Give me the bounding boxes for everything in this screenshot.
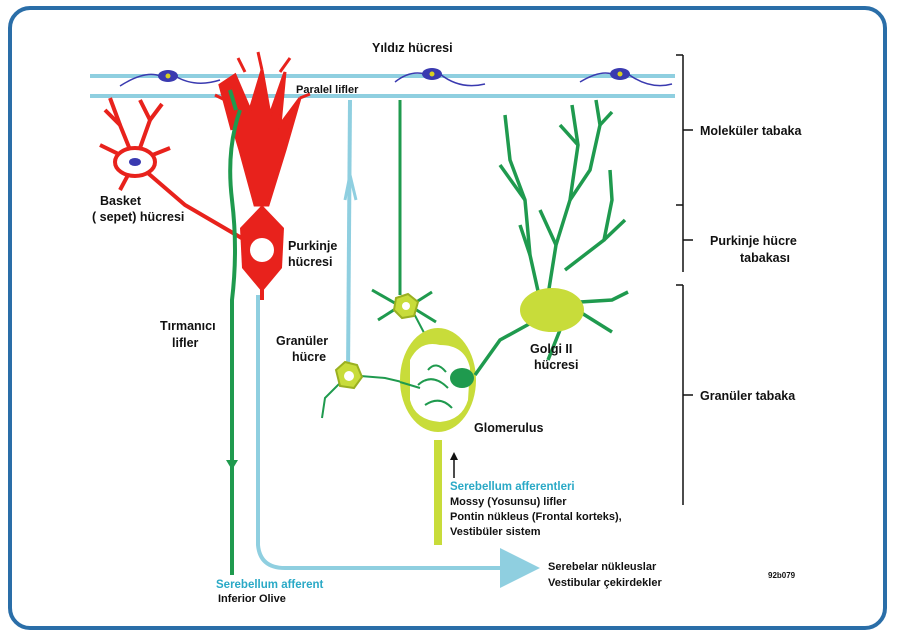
label-basket-1: Basket bbox=[100, 194, 142, 208]
label-afferents-3: Vestibüler sistem bbox=[450, 526, 541, 538]
label-purkinje-1: Purkinje bbox=[288, 239, 337, 253]
label-afferents-2: Pontin nükleus (Frontal korteks), bbox=[450, 511, 622, 523]
label-purkinje-layer-2: tabakası bbox=[740, 251, 790, 265]
label-molecular-layer: Moleküler tabaka bbox=[700, 124, 802, 138]
layer-brackets bbox=[676, 55, 693, 505]
granule-cell-upper bbox=[372, 100, 436, 348]
label-glomerulus: Glomerulus bbox=[474, 421, 544, 435]
label-climbing-2: lifler bbox=[172, 336, 199, 350]
label-output-1: Serebelar nükleuslar bbox=[548, 561, 657, 573]
label-basket-2: ( sepet) hücresi bbox=[92, 210, 184, 224]
label-purkinje-layer-1: Purkinje hücre bbox=[710, 234, 797, 248]
label-purkinje-2: hücresi bbox=[288, 255, 332, 269]
label-afferents-title: Serebellum afferentleri bbox=[450, 481, 575, 493]
label-star-cell: Yıldız hücresi bbox=[372, 41, 453, 55]
granule-axon bbox=[345, 100, 356, 375]
golgi-cell bbox=[475, 100, 628, 375]
parallel-fibers bbox=[90, 76, 675, 96]
label-efferent-1: Inferior Olive bbox=[218, 593, 286, 605]
label-output-2: Vestibular çekirdekler bbox=[548, 577, 662, 589]
glomerulus-pointer-head bbox=[450, 452, 458, 460]
label-afferents-1: Mossy (Yosunsu) lifler bbox=[450, 496, 567, 508]
label-golgi-1: Golgi II bbox=[530, 342, 572, 356]
label-climbing-1: Tırmanıcı bbox=[160, 319, 216, 333]
label-granule-2: hücre bbox=[292, 350, 326, 364]
label-parallel-fibers: Paralel lifler bbox=[296, 84, 359, 96]
label-granule-1: Granüler bbox=[276, 334, 328, 348]
label-golgi-2: hücresi bbox=[534, 358, 578, 372]
label-figure-code: 92b079 bbox=[768, 571, 796, 580]
climbing-fiber bbox=[230, 90, 240, 575]
climbing-fiber-arrow bbox=[226, 460, 238, 470]
label-granular-layer: Granüler tabaka bbox=[700, 389, 796, 403]
granule-cell bbox=[322, 362, 402, 418]
label-efferent-title: Serebellum afferent bbox=[216, 579, 324, 591]
